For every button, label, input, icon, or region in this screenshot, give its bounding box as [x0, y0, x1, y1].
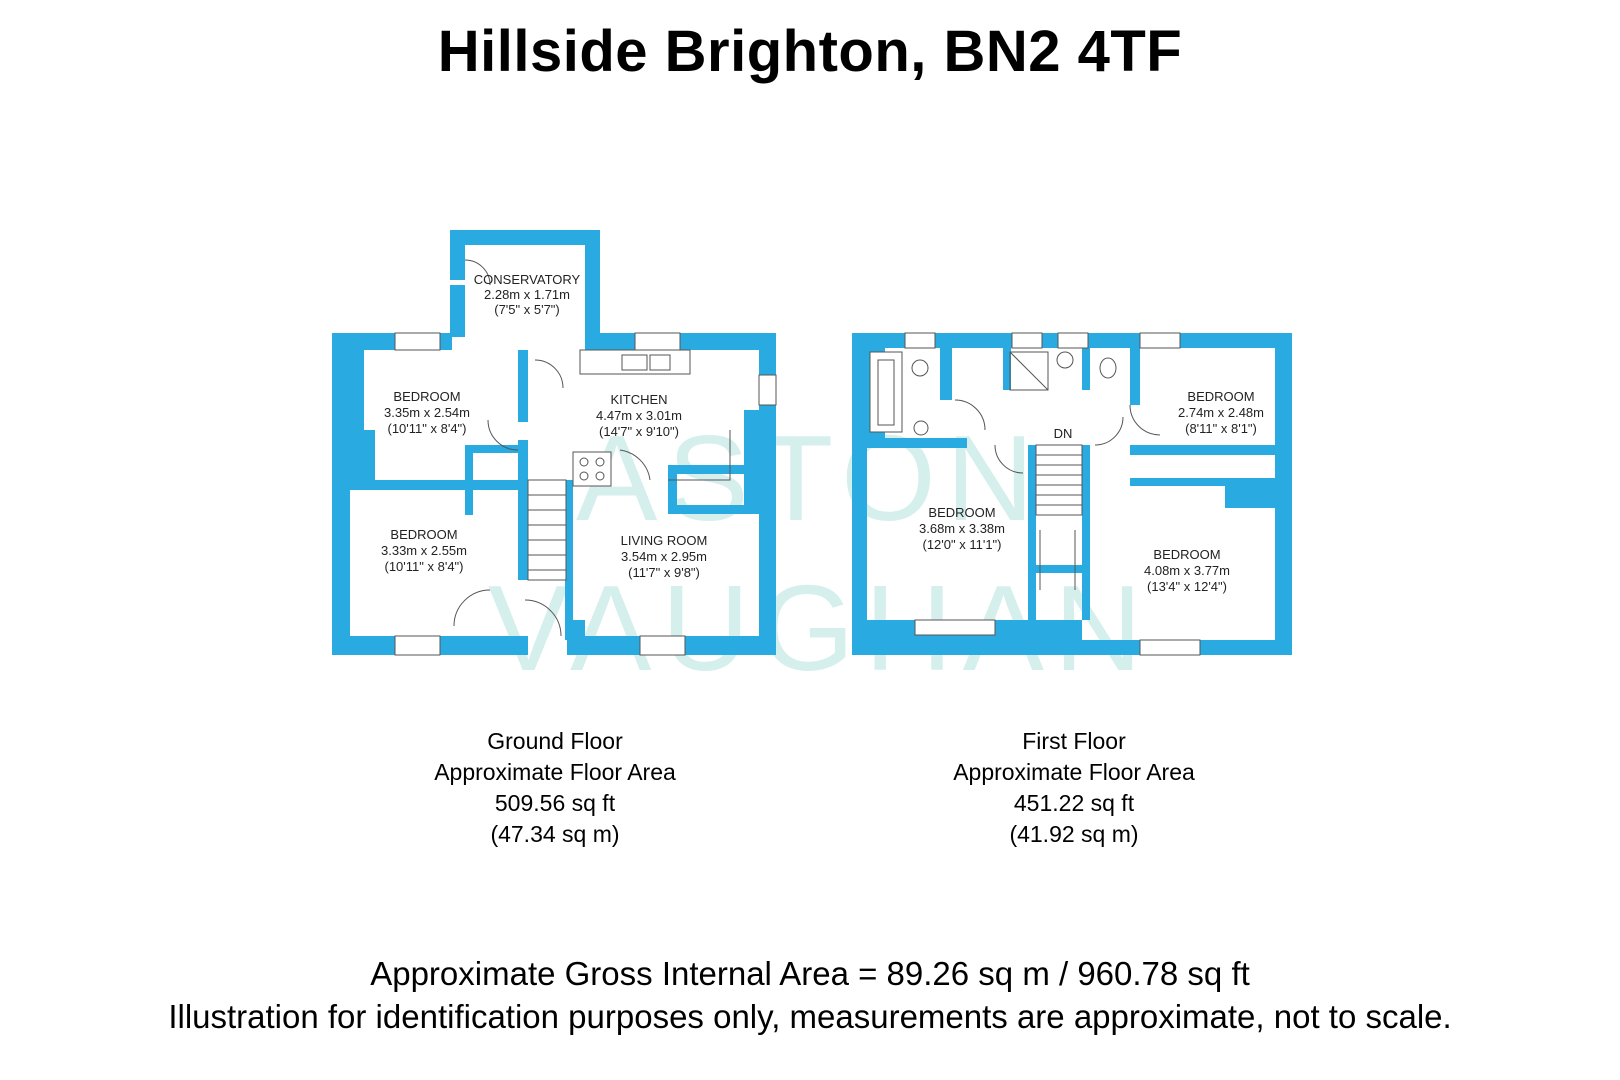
first-floor-room-labels: DN BEDROOM 2.74m x 2.48m (8'11" x 8'1") …: [919, 389, 1264, 594]
room-name: BEDROOM: [1187, 389, 1254, 404]
room-size-imperial: (11'7" x 9'8"): [628, 565, 700, 580]
ground-floor-room-labels: CONSERVATORY 2.28m x 1.71m (7'5" x 5'7")…: [381, 272, 707, 580]
stair-down-label: DN: [1054, 426, 1073, 441]
floor-area-label: Approximate Floor Area: [434, 759, 676, 785]
gross-internal-area: Approximate Gross Internal Area = 89.26 …: [370, 955, 1250, 992]
first-floor-fixtures: [869, 332, 1201, 656]
watermark-line-1: ASTON: [576, 410, 1044, 546]
disclaimer: Illustration for identification purposes…: [168, 998, 1452, 1035]
room-size-imperial: (13'4" x 12'4"): [1147, 579, 1227, 594]
room-size-metric: 3.33m x 2.55m: [381, 543, 467, 558]
room-name: BEDROOM: [1153, 547, 1220, 562]
floor-area-sqft: 509.56 sq ft: [494, 790, 616, 816]
room-size-imperial: (12'0" x 11'1"): [923, 537, 1002, 552]
room-size-metric: 3.54m x 2.95m: [621, 549, 707, 564]
room-name: BEDROOM: [928, 505, 995, 520]
room-size-metric: 3.35m x 2.54m: [384, 405, 470, 420]
room-name: CONSERVATORY: [474, 272, 581, 287]
floor-name: First Floor: [1022, 728, 1126, 754]
room-size-imperial: (14'7" x 9'10"): [599, 424, 679, 439]
room-size-metric: 4.08m x 3.77m: [1144, 563, 1230, 578]
floor-area-label: Approximate Floor Area: [953, 759, 1195, 785]
room-name: BEDROOM: [390, 527, 457, 542]
room-size-metric: 3.68m x 3.38m: [919, 521, 1005, 536]
room-size-imperial: (7'5" x 5'7"): [494, 302, 560, 317]
first-floor-area-caption: First Floor Approximate Floor Area 451.2…: [864, 726, 1284, 850]
floor-area-sqm: (41.92 sq m): [1009, 821, 1139, 847]
floor-area-sqm: (47.34 sq m): [490, 821, 620, 847]
page-title: Hillside Brighton, BN2 4TF: [437, 19, 1183, 84]
footer: Approximate Gross Internal Area = 89.26 …: [0, 952, 1620, 1038]
room-size-imperial: (10'11" x 8'4"): [385, 559, 464, 574]
room-size-imperial: (10'11" x 8'4"): [388, 421, 467, 436]
room-name: KITCHEN: [610, 392, 667, 407]
ground-floor-fixtures: [394, 259, 777, 656]
room-name: LIVING ROOM: [621, 533, 708, 548]
room-size-metric: 2.74m x 2.48m: [1178, 405, 1264, 420]
room-size-metric: 2.28m x 1.71m: [484, 287, 570, 302]
floor-area-sqft: 451.22 sq ft: [1013, 790, 1135, 816]
room-size-metric: 4.47m x 3.01m: [596, 408, 682, 423]
floor-name: Ground Floor: [487, 728, 623, 754]
ground-floor-area-caption: Ground Floor Approximate Floor Area 509.…: [345, 726, 765, 850]
room-size-imperial: (8'11" x 8'1"): [1185, 421, 1257, 436]
room-name: BEDROOM: [393, 389, 460, 404]
